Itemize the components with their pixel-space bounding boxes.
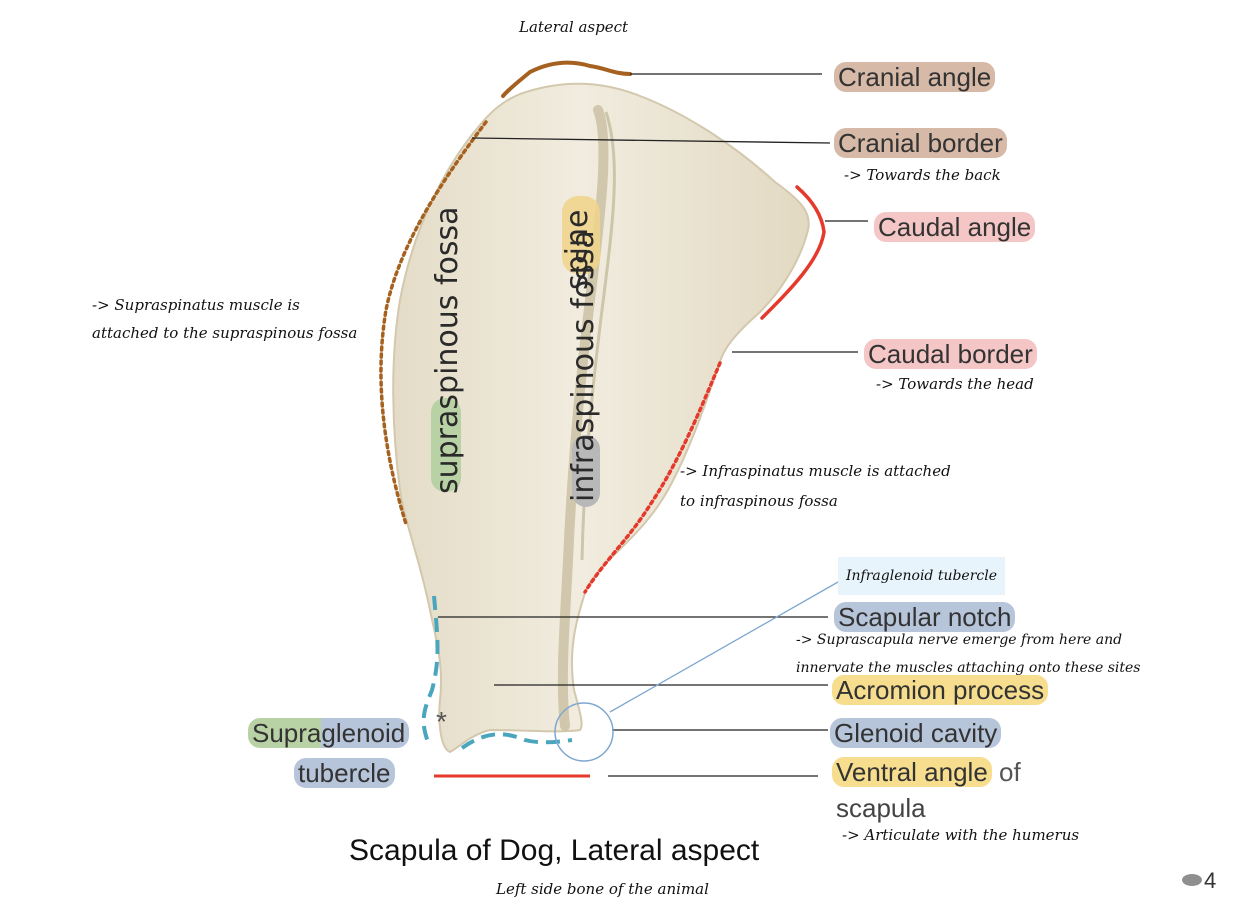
ventral-angle-of-text: of (991, 757, 1021, 787)
figure-title: Scapula of Dog, Lateral aspect (349, 834, 760, 867)
scapular-notch-text: Scapular notch (834, 602, 1016, 632)
glenoid-cavity-label: Glenoid cavity (830, 716, 1002, 750)
supraspinatus-note-line1: -> Supraspinatus muscle is (92, 296, 300, 314)
page-indicator-dot (1182, 874, 1202, 886)
scapular-notch-label: Scapular notch (834, 600, 1016, 634)
scapular-neck-dashed-line (421, 595, 440, 743)
supraspinatus-note-line2: attached to the supraspinous fossa (92, 324, 358, 342)
tubercle-label: tubercle (294, 756, 395, 790)
ventral-angle-note: -> Articulate with the humerus (842, 826, 1080, 844)
caudal-border-text: Caudal border (864, 339, 1037, 369)
acromion-process-label: Acromion process (832, 673, 1049, 707)
caudal-border-dotted-line (583, 361, 722, 594)
cranial-angle-line (501, 60, 632, 98)
cranial-angle-text: Cranial angle (834, 62, 996, 92)
supraglenoid-text-part2: glenoid (321, 718, 410, 748)
supraspinous-highlight (431, 398, 461, 492)
ventral-angle-scapula-label: scapula (836, 793, 926, 823)
tubercle-text: tubercle (294, 758, 395, 788)
cranial-border-label: Cranial border (834, 126, 1007, 160)
acromion-process-text: Acromion process (832, 675, 1049, 705)
cranial-angle-label: Cranial angle (834, 60, 996, 94)
lateral-aspect-note: Lateral aspect (519, 18, 629, 36)
caudal-angle-text: Caudal angle (874, 212, 1036, 242)
glenoid-cavity-text: Glenoid cavity (830, 718, 1002, 748)
page-number: 4 (1204, 868, 1217, 893)
infraspinatus-note-line1: -> Infraspinatus muscle is attached (680, 462, 951, 480)
infraglenoid-tubercle-label: Infraglenoid tubercle (838, 557, 1006, 595)
supraglenoid-label: Supraglenoid (248, 716, 410, 750)
ventral-angle-text: Ventral angle (832, 757, 992, 787)
leader-cranial-border (471, 137, 831, 144)
scapular-notch-note-line1: -> Suprascapula nerve emerge from here a… (796, 632, 1123, 648)
scapular-spine-ridge (557, 105, 609, 731)
asterisk-mark: * (436, 706, 447, 737)
figure-subtitle: Left side bone of the animal (496, 880, 709, 898)
ventral-angle-label: Ventral angle of (832, 755, 1021, 789)
supraglenoid-text-part1: Supra (248, 718, 322, 748)
cranial-border-text: Cranial border (834, 128, 1007, 158)
caudal-angle-line (760, 185, 826, 320)
infraspinatus-note-line2: to infraspinous fossa (680, 492, 838, 510)
infraglenoid-pointer (609, 577, 846, 713)
infraspinous-highlight (572, 435, 600, 507)
glenoid-dashed-line (460, 732, 573, 750)
caudal-border-label: Caudal border (864, 337, 1037, 371)
supraspinous-fossa-text: supraspinous fossa (430, 206, 465, 494)
spine-highlight (562, 196, 600, 274)
scapula-bone (392, 82, 810, 754)
caudal-border-note: -> Towards the head (876, 375, 1034, 393)
cranial-border-note: -> Towards the back (844, 166, 1001, 184)
cranial-border-dotted-line (379, 120, 488, 526)
caudal-angle-label: Caudal angle (874, 210, 1036, 244)
infraspinous-fossa-text: infraspinous fossa (566, 230, 601, 502)
scapular-notch-note-line2: innervate the muscles attaching onto the… (796, 660, 1141, 676)
infraglenoid-circle (554, 702, 614, 762)
